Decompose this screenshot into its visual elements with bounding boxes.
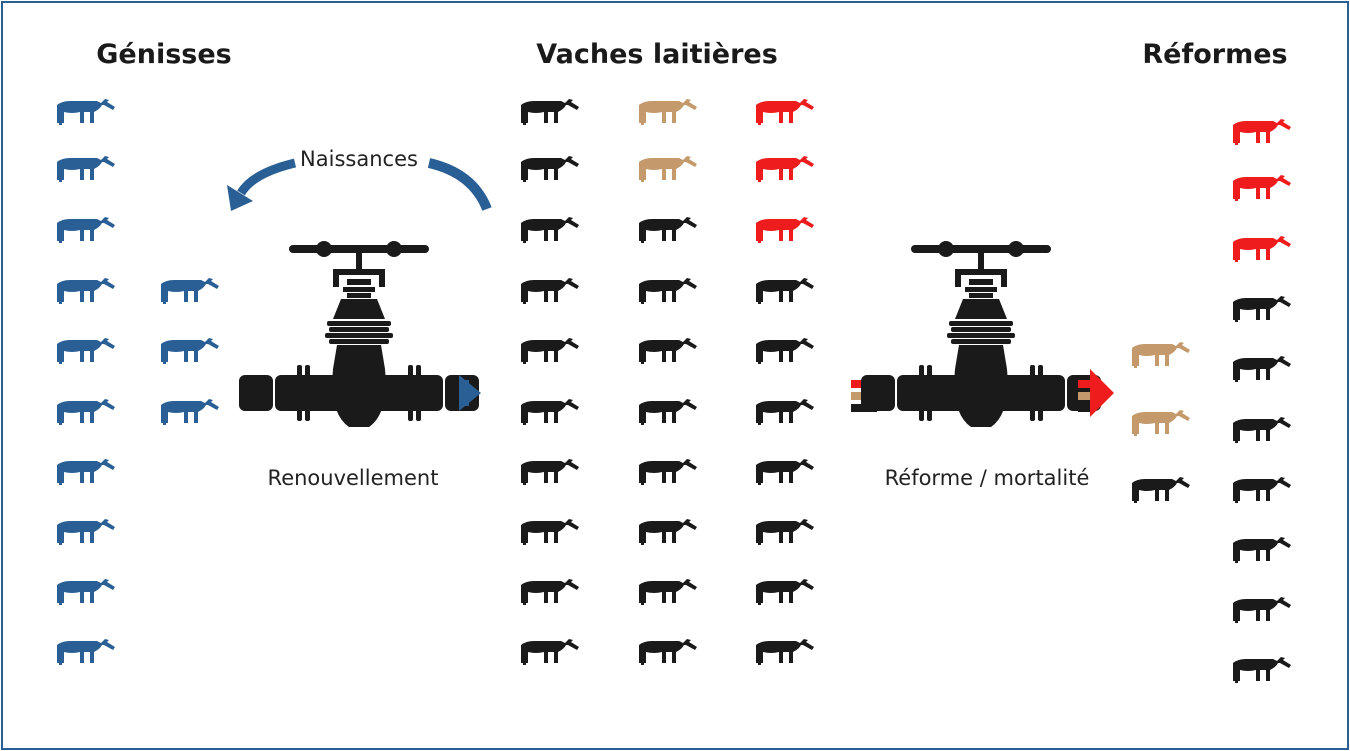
cow-icon xyxy=(521,99,579,125)
cow-icon xyxy=(1233,236,1291,262)
cow-icon xyxy=(57,579,115,605)
cow-icon xyxy=(639,156,697,182)
cow-icon xyxy=(756,639,814,665)
naissances-arrow-right xyxy=(427,158,492,211)
cow-icon xyxy=(1132,342,1190,368)
outlet-black-band xyxy=(1078,404,1090,412)
cow-icon xyxy=(1132,477,1190,503)
cow-icon xyxy=(756,217,814,243)
renouvellement-valve xyxy=(239,241,481,427)
cow-icon xyxy=(57,639,115,665)
cow-icon xyxy=(521,338,579,364)
cow-icon xyxy=(1233,537,1291,563)
cow-icon xyxy=(639,217,697,243)
cow-icon xyxy=(639,99,697,125)
cow-icon xyxy=(1233,119,1291,145)
cow-icon xyxy=(57,459,115,485)
cow-icon xyxy=(521,399,579,425)
gate-valve-icon xyxy=(861,241,1101,427)
cow-icon xyxy=(1233,597,1291,623)
cow-icon xyxy=(639,278,697,304)
cow-icon xyxy=(521,278,579,304)
cow-icon xyxy=(756,338,814,364)
outlet-red-band xyxy=(1078,380,1090,388)
cow-icon xyxy=(57,278,115,304)
cow-icon xyxy=(1132,410,1190,436)
cow-icon xyxy=(521,579,579,605)
cow-icon xyxy=(521,459,579,485)
cow-icon xyxy=(57,217,115,243)
cow-icon xyxy=(1233,296,1291,322)
cow-icon xyxy=(639,639,697,665)
cow-icon xyxy=(756,459,814,485)
cow-icon xyxy=(639,459,697,485)
cow-icon xyxy=(756,278,814,304)
herd-flow-diagram: Génisses Vaches laitières Réformes Naiss… xyxy=(57,39,1291,683)
cow-icon xyxy=(521,519,579,545)
label-reforme-mortalite: Réforme / mortalité xyxy=(885,466,1090,490)
naissances-arrow-left xyxy=(237,158,297,196)
cow-icon xyxy=(639,519,697,545)
cow-icon xyxy=(639,399,697,425)
title-vaches-laitieres: Vaches laitières xyxy=(536,39,778,70)
cow-icon xyxy=(161,399,219,425)
cow-icon xyxy=(57,338,115,364)
cow-icon xyxy=(521,639,579,665)
cow-icon xyxy=(521,217,579,243)
gate-valve-icon xyxy=(239,241,479,427)
cow-icon xyxy=(756,156,814,182)
cow-icon xyxy=(57,519,115,545)
cow-icon xyxy=(756,99,814,125)
outlet-tan-band xyxy=(1078,392,1090,400)
naissances-arrowhead-icon xyxy=(227,185,253,211)
title-reformes: Réformes xyxy=(1142,39,1287,70)
cow-icon xyxy=(756,579,814,605)
cow-icon xyxy=(57,399,115,425)
outlet-blue-band xyxy=(459,380,469,406)
cow-icon xyxy=(639,338,697,364)
cow-icon xyxy=(161,278,219,304)
cow-icon xyxy=(161,338,219,364)
cow-icon xyxy=(639,579,697,605)
cow-icon xyxy=(1233,477,1291,503)
cow-icon xyxy=(1233,417,1291,443)
cow-icon xyxy=(756,399,814,425)
cow-icon xyxy=(756,519,814,545)
cow-icon xyxy=(1233,356,1291,382)
cow-icon xyxy=(57,99,115,125)
cow-icon xyxy=(1233,657,1291,683)
reforme-valve xyxy=(851,241,1114,427)
cow-icon xyxy=(521,156,579,182)
outlet-red-arrow-icon xyxy=(1090,369,1114,417)
label-renouvellement: Renouvellement xyxy=(268,466,439,490)
cow-icon xyxy=(57,156,115,182)
cow-icon xyxy=(1233,175,1291,201)
label-naissances: Naissances xyxy=(300,147,418,171)
title-genisses: Génisses xyxy=(96,39,231,70)
